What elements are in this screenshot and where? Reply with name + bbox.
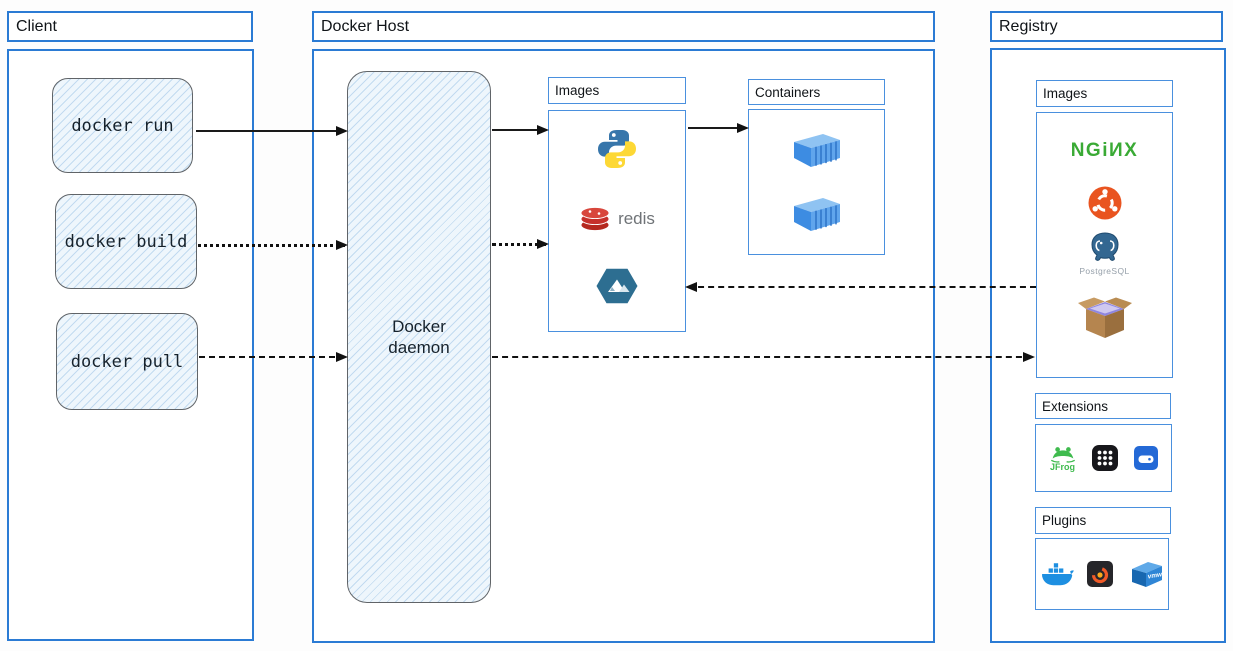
containers-title-bar: Containers <box>748 79 885 105</box>
docker-host-title: Docker Host <box>321 17 410 35</box>
command-docker-pull: docker pull <box>56 313 198 410</box>
open-box-image-row <box>1037 293 1172 341</box>
ubuntu-image-row <box>1037 186 1172 220</box>
python-image-row <box>549 125 685 173</box>
extensions-box: JFrog <box>1035 424 1172 492</box>
containers-box <box>748 109 885 255</box>
alpine-icon <box>596 268 638 304</box>
docker-daemon-box: Docker daemon <box>347 71 491 603</box>
client-title: Client <box>16 17 57 35</box>
postgresql-logo: PostgreSQL <box>1079 231 1129 276</box>
vmware-label: vmw <box>1147 571 1163 580</box>
vmware-icon: vmw <box>1132 562 1164 587</box>
postgresql-icon <box>1090 231 1119 261</box>
drive-icon <box>1133 446 1158 470</box>
redis-image-row: redis <box>549 203 685 235</box>
host-images-title: Images <box>555 83 600 98</box>
postgresql-label: PostgreSQL <box>1079 265 1130 276</box>
docker-whale-icon <box>1042 562 1074 585</box>
redis-logo: redis <box>579 205 655 233</box>
open-box-icon <box>1077 297 1132 338</box>
command-docker-build: docker build <box>55 194 197 289</box>
extensions-title-bar: Extensions <box>1035 393 1171 419</box>
plugins-title-bar: Plugins <box>1035 507 1171 534</box>
host-images-box: redis <box>548 110 686 332</box>
registry-title: Registry <box>999 17 1058 35</box>
plugins-title: Plugins <box>1042 513 1087 528</box>
ubuntu-icon <box>1088 186 1121 220</box>
container-icon <box>793 134 840 167</box>
registry-images-title-bar: Images <box>1036 80 1173 107</box>
command-docker-run: docker run <box>52 78 193 173</box>
docker-build-label: docker build <box>64 231 188 252</box>
container-row-1 <box>749 130 884 170</box>
extensions-title: Extensions <box>1042 398 1109 414</box>
nginx-icon: NGiИX <box>1070 140 1139 161</box>
redis-icon <box>580 206 610 232</box>
registry-title-bar: Registry <box>990 11 1223 42</box>
host-images-title-bar: Images <box>548 77 686 104</box>
container-row-2 <box>749 194 884 234</box>
container-icon <box>793 198 840 231</box>
plugins-box: vmw <box>1035 538 1169 610</box>
client-title-bar: Client <box>7 11 253 42</box>
python-icon <box>598 130 636 168</box>
docker-pull-label: docker pull <box>70 351 184 372</box>
docker-run-label: docker run <box>71 115 174 136</box>
jfrog-icon <box>1050 446 1075 463</box>
nginx-image-row: NGiИX <box>1037 139 1172 163</box>
registry-images-title: Images <box>1043 86 1088 101</box>
registry-images-box: NGiИX PostgreSQL <box>1036 112 1173 378</box>
docker-daemon-label: Docker daemon <box>388 316 450 357</box>
postgresql-image-row: PostgreSQL <box>1037 229 1172 277</box>
extensions-row: JFrog <box>1036 425 1171 491</box>
app-grid-icon <box>1091 445 1118 471</box>
plugins-row: vmw <box>1036 539 1168 609</box>
grafana-icon <box>1087 561 1113 587</box>
jfrog-label: JFrog <box>1049 461 1075 472</box>
alpine-image-row <box>549 265 685 307</box>
docker-host-title-bar: Docker Host <box>312 11 935 42</box>
redis-label: redis <box>618 209 655 228</box>
containers-title: Containers <box>755 84 821 100</box>
jfrog-logo: JFrog <box>1049 445 1077 472</box>
